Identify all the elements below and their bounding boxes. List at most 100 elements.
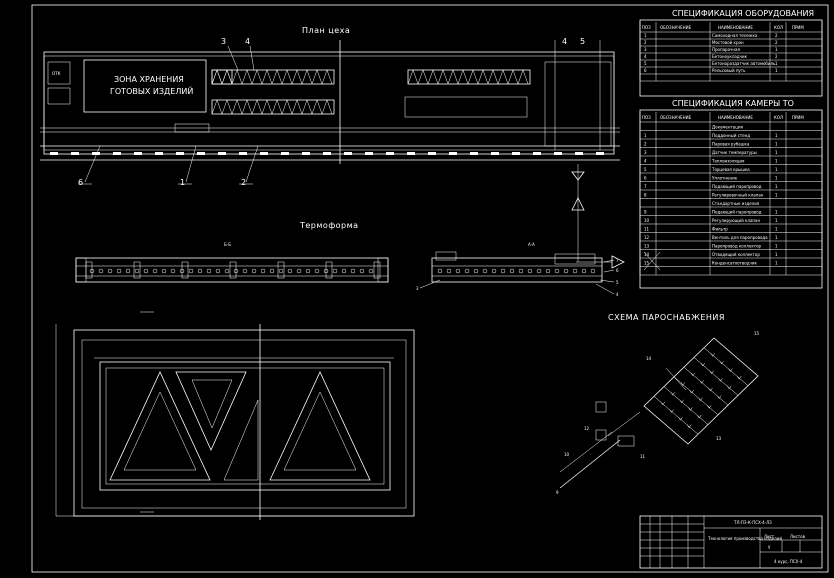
nozzle-icon [709,370,714,375]
pipe-hole [527,268,533,274]
thermo-callout-5: 5 [616,280,619,285]
tb-stage: У [768,545,771,550]
column-tick [134,152,142,155]
column-tick [365,152,373,155]
plan-callout-2: 2 [241,178,246,187]
table-name: Самоходная тележка [712,33,758,38]
table-pos: 14 [644,252,650,257]
pipe-hole [197,268,203,274]
pipe-hole [260,268,266,274]
column-tick [92,152,100,155]
pipe-hole [455,268,461,274]
zone-label-2: ГОТОВЫХ ИЗДЕЛИЙ [110,85,193,96]
table-pos: 11 [644,227,650,232]
table-qty: 1 [775,261,778,266]
tb-course: 4 курс, ПСХ-4 [774,559,803,564]
pipe-hole [242,268,248,274]
table-name: Вентиль для паропровода [712,235,768,240]
plan-callout-5: 5 [580,37,585,46]
table-pos: 6 [644,176,647,181]
pipe-hole [224,268,230,274]
column-tick [554,152,562,155]
pipe-hole [482,268,488,274]
table-qty: 2 [775,40,778,45]
thermoform-view: Термоформа Б-Б А-А 7 6 5 4 3 [55,221,625,520]
steam-pipe [653,396,699,435]
ch-h-qty: КОЛ [774,115,783,120]
tb-code: ТЛ-ПЗ-К-ПСХ-4-ЛЗ [733,520,772,525]
column-tick [71,152,79,155]
nozzle-icon [698,397,703,402]
table-pos: 13 [644,244,650,249]
table-qty: 1 [775,150,778,155]
pipe-hole [446,268,452,274]
otk-room [47,61,71,85]
table-name: Стандартные изделия [712,201,760,206]
column-tick [449,152,457,155]
table-name: Мостовой кран [712,40,744,45]
column-tick [386,152,394,155]
rib [85,261,93,279]
thermoform-title: Термоформа [299,221,359,230]
column-tick [323,152,331,155]
column-tick [491,152,499,155]
column-tick [575,152,583,155]
table-name: Торцевая крышка [711,167,750,172]
pipe-hole [269,268,275,274]
table-name: Бетонораздатчик автомобиль [712,61,776,66]
table-qty: 2 [775,54,778,59]
plan-callout-4a: 4 [245,37,250,46]
plan-callout-3: 3 [221,37,226,46]
eq-h-qty: КОЛ [774,25,783,30]
pipe-hole [500,268,506,274]
pipe-hole [152,268,158,274]
nozzle-icon [699,380,704,384]
eq-h-code: ОБОЗНАЧЕНИЕ [660,25,692,30]
pipe-hole [359,268,365,274]
steam-callout-15: 15 [754,331,760,336]
ch-h-code: ОБОЗНАЧЕНИЕ [660,115,692,120]
ch-h-name: НАИМЕНОВАНИЕ [718,115,753,120]
table-qty: 1 [775,252,778,257]
nozzle-icon [679,399,684,404]
table-name: Уплотнение [712,176,738,181]
pipe-hole [350,268,356,274]
table-qty: 1 [775,133,778,138]
table-name: Регулирующий клапан [712,218,761,223]
table-name: Подающий паропровод [712,184,762,189]
steam-pipe [673,376,719,416]
table-name: Конденсатоотводчик [712,261,757,266]
pipe-hole [107,268,113,274]
table-pos: 10 [644,218,650,223]
rib [325,261,333,279]
steam-pipe [663,386,709,425]
column-tick [155,152,163,155]
rib [181,261,189,279]
steam-callout-10: 10 [564,452,570,457]
table-pos: 15 [644,261,650,266]
truss-frame [211,69,233,85]
spec-equipment-table: СПЕЦИФИКАЦИЯ ОБОРУДОВАНИЯ ПОЗ ОБОЗНАЧЕНИ… [639,9,823,97]
table-pos: 1 [644,133,647,138]
table-qty: 1 [775,47,778,52]
table-pos: 2 [644,40,647,45]
thermo-callout-6: 6 [616,268,619,273]
steam-title: СХЕМА ПАРОСНАБЖЕНИЯ [608,313,725,322]
table-name: Бетоноукладчик [712,54,748,59]
table-qty: 1 [775,68,778,73]
table-pos: 12 [644,235,650,240]
steam-supply-scheme: СХЕМА ПАРОСНАБЖЕНИЯ 15 14 12 13 10 11 9 [556,313,760,495]
table-pos: 5 [644,61,647,66]
pipe-hole [509,268,515,274]
table-name: Документация [712,125,744,130]
steam-callout-13: 13 [716,436,722,441]
spec-equipment-title: СПЕЦИФИКАЦИЯ ОБОРУДОВАНИЯ [672,9,814,18]
nozzle-icon [728,368,733,372]
column-tick [533,152,541,155]
pipe-hole [314,268,320,274]
nozzle-icon [706,405,712,409]
thermo-callout-3: 3 [416,286,419,291]
column-tick [176,152,184,155]
table-name: Подающий паропровод [712,210,762,215]
pipe-hole [116,268,122,274]
